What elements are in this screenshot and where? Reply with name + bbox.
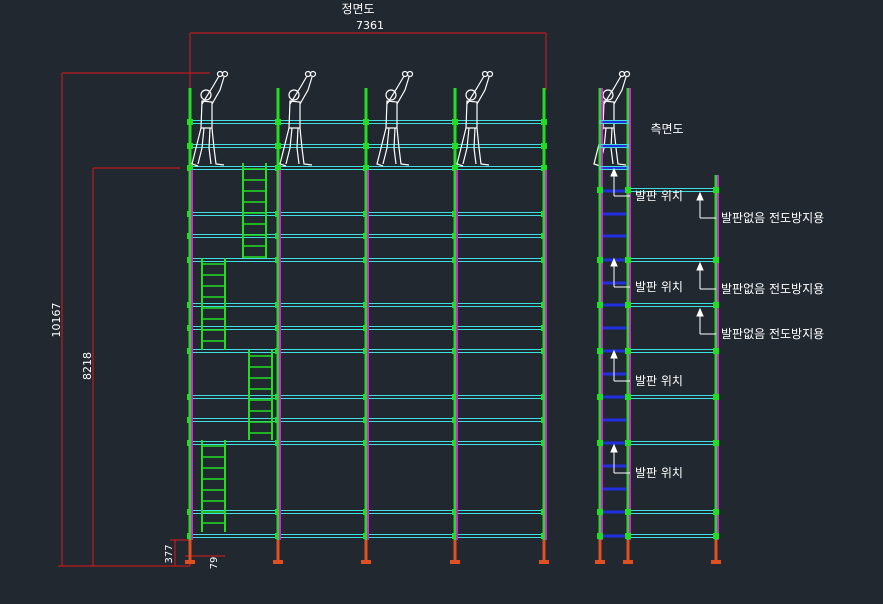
base-plate-2 (273, 560, 283, 564)
base-jack-dimension: 377 (164, 544, 175, 563)
worker-2 (279, 70, 317, 167)
platform-height-dimension: 8218 (81, 352, 94, 380)
side-clamp (625, 257, 631, 263)
ladders (201, 163, 273, 532)
front-view-verticals (185, 88, 549, 564)
base-plate-5 (539, 560, 549, 564)
side-clamp (713, 302, 719, 308)
side-clamp (713, 440, 719, 446)
side-view-title: 측면도 (650, 122, 683, 136)
platform-position-label-3: 발판 위치 (635, 374, 683, 388)
platform-position-label-4: 발판 위치 (635, 466, 683, 480)
side-platform-2 (603, 144, 626, 148)
side-outrigger-ledger-5 (627, 395, 717, 399)
platform-position-label-2: 발판 위치 (635, 280, 683, 294)
side-platform-1 (603, 120, 626, 124)
platform-position-label-1: 발판 위치 (635, 189, 683, 203)
dimension-lines (58, 32, 547, 567)
guardrail-arrow-1 (696, 191, 716, 219)
side-platform-13 (603, 395, 626, 399)
side-clamp (713, 394, 719, 400)
base-plate-3 (361, 560, 371, 564)
ladder-1 (242, 163, 267, 258)
worker-1 (191, 70, 229, 167)
platform-arrow-3 (610, 349, 630, 382)
guardrail-arrow-2 (696, 261, 716, 290)
side-platform-10 (603, 326, 626, 330)
side-base-plate-1 (595, 560, 605, 564)
side-outrigger-ledger-7 (627, 510, 717, 514)
side-outrigger-ledger-2 (627, 258, 717, 262)
side-clamp (597, 533, 603, 539)
side-clamp (625, 394, 631, 400)
width-dimension: 7361 (356, 19, 384, 32)
side-base-plate-3 (711, 560, 721, 564)
guardrail-arrow-3 (696, 307, 716, 335)
side-clamp (713, 533, 719, 539)
side-clamp (713, 257, 719, 263)
side-annotations (610, 167, 716, 474)
total-height-dimension: 10167 (50, 303, 63, 338)
platform-arrow-2 (610, 257, 630, 288)
ladder-3 (248, 350, 273, 440)
side-clamp (597, 187, 603, 193)
side-clamp (597, 394, 603, 400)
side-clamp (597, 257, 603, 263)
side-platform-3 (603, 166, 626, 170)
ladder-4 (201, 440, 226, 532)
side-clamp (597, 348, 603, 354)
base-plate-4 (450, 560, 460, 564)
side-clamp (625, 509, 631, 515)
front-view-title: 정면도 (341, 2, 374, 16)
side-view (595, 88, 721, 564)
side-top-ledger-1 (599, 120, 629, 124)
side-platform-18 (603, 510, 626, 514)
side-clamp (625, 440, 631, 446)
side-clamp (597, 302, 603, 308)
side-base-plate-2 (623, 560, 633, 564)
side-platform-19 (603, 534, 626, 538)
side-clamp (713, 509, 719, 515)
side-platform-5 (603, 212, 626, 216)
worker-3 (376, 70, 414, 167)
side-top-ledger-2 (599, 144, 629, 148)
workers (191, 70, 631, 167)
side-clamp (597, 509, 603, 515)
side-clamp (625, 533, 631, 539)
platform-arrow-4 (610, 443, 630, 474)
side-clamp (625, 348, 631, 354)
offset-dimension: 79 (209, 557, 220, 570)
side-platform-9 (603, 303, 626, 307)
side-platform-14 (603, 418, 626, 422)
side-clamp (713, 187, 719, 193)
worker-4 (456, 70, 494, 167)
platform-arrow-1 (610, 167, 630, 197)
side-platform-15 (603, 441, 626, 445)
base-plate-1 (185, 560, 195, 564)
guardrail-label-1: 발판없음 전도방지용 (721, 211, 824, 225)
ladder-2 (201, 258, 226, 350)
side-clamp (625, 187, 631, 193)
side-platform-17 (603, 487, 626, 491)
side-clamp (597, 440, 603, 446)
side-clamp (713, 348, 719, 354)
side-outrigger-ledger-3 (627, 303, 717, 307)
guardrail-label-3: 발판없음 전도방지용 (721, 327, 824, 341)
side-outrigger-ledger-6 (627, 441, 717, 445)
guardrail-label-2: 발판없음 전도방지용 (721, 282, 824, 296)
side-outrigger-ledger-4 (627, 349, 717, 353)
side-platform-6 (603, 234, 626, 238)
side-outrigger-ledger-8 (627, 534, 717, 538)
side-clamp (625, 302, 631, 308)
